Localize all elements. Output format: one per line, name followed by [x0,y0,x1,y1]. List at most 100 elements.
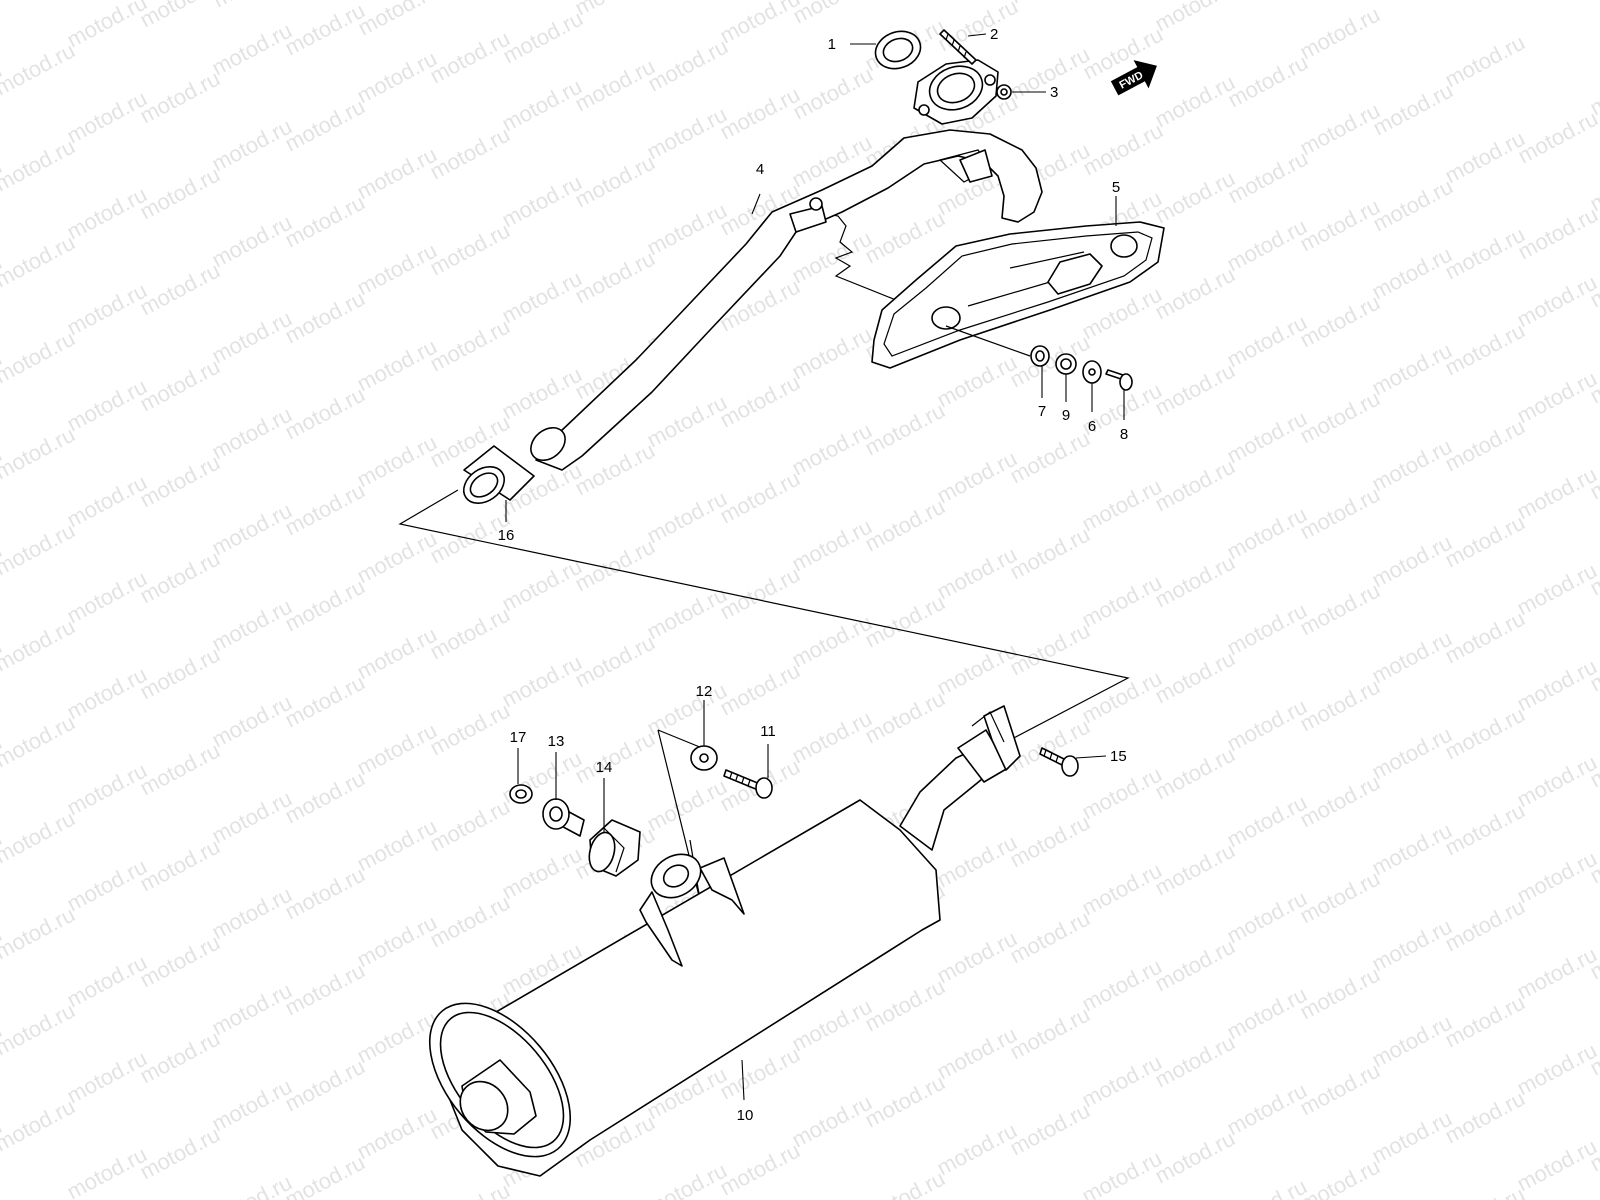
watermark-text: motod.ru [426,794,514,857]
watermark-text: motod.ru [788,706,876,769]
watermark-text: motod.ru [716,466,804,529]
watermark-text: motod.ru [208,786,296,849]
watermark-text: motod.ru [716,0,804,48]
watermark-text: motod.ru [716,82,804,145]
watermark-text: motod.ru [716,370,804,433]
watermark-text: motod.ru [1006,906,1094,969]
watermark-text: motod.ru [1368,338,1456,401]
muffler-joint-bolt [1039,747,1079,777]
watermark-text: motod.ru [1369,78,1457,141]
watermark-text: motod.ru [1513,750,1600,813]
watermark-text: motod.ru [353,814,441,877]
watermark-text: motod.ru [1151,934,1239,997]
watermark-text: motod.ru [1224,146,1312,209]
watermark-text: motod.ru [1441,606,1529,669]
watermark-text: motod.ru [861,1166,949,1200]
watermark-text: motod.ru [644,34,732,97]
watermark-text: motod.ru [1296,2,1384,65]
watermark-text: motod.ru [208,402,296,465]
watermark-text: motod.ru [1078,762,1166,825]
watermark-text: motod.ru [136,162,224,225]
watermark-text: motod.ru [1151,1126,1239,1189]
muffler-mount-hardware [509,784,641,877]
watermark-text: motod.ru [63,662,151,725]
watermark-text: motod.ru [643,486,731,549]
watermark-text: motod.ru [136,450,224,513]
watermark-text: motod.ru [1078,954,1166,1017]
callout-12: 12 [696,683,713,700]
watermark-text: motod.ru [1441,126,1529,189]
watermark-text: motod.ru [1151,0,1239,36]
watermark-text: motod.ru [1441,1182,1529,1200]
watermark-text: motod.ru [426,26,514,89]
watermark-text: motod.ru [1441,414,1529,477]
watermark-text: motod.ru [1441,1086,1529,1149]
watermark-text: motod.ru [1223,502,1311,565]
watermark-text: motod.ru [1223,598,1311,661]
watermark-text: motod.ru [0,0,79,4]
watermark-text: motod.ru [63,182,151,245]
watermark-text: motod.ru [63,1142,151,1200]
watermark-text: motod.ru [208,978,296,1041]
watermark-text: motod.ru [63,278,151,341]
watermark-text: motod.ru [0,998,79,1061]
watermark-text: motod.ru [353,142,441,205]
watermark-text: motod.ru [1223,790,1311,853]
watermark-text: motod.ru [1513,462,1600,525]
watermark-text: motod.ru [1006,1098,1094,1161]
callout-16: 16 [498,527,515,544]
watermark-text: motod.ru [281,670,369,733]
watermark-text: motod.ru [1006,1002,1094,1065]
callout-14: 14 [596,759,613,776]
watermark-text: motod.ru [1078,1146,1166,1200]
callout-8: 8 [1120,426,1128,443]
watermark-text: motod.ru [208,1074,296,1137]
callout-2: 2 [990,26,998,43]
callout-3: 3 [1050,84,1058,101]
watermark-text: motod.ru [1151,1030,1239,1093]
watermark-text: motod.ru [1296,578,1384,641]
watermark-text: motod.ru [861,206,949,269]
watermark-text: motod.ru [1514,202,1600,265]
watermark-text: motod.ru [1151,166,1239,229]
muffler [428,705,1021,1177]
watermark-text: motod.ru [643,102,731,165]
watermark-text: motod.ru [1151,742,1239,805]
watermark-text: motod.ru [1151,838,1239,901]
watermark-text: motod.ru [1296,194,1384,257]
watermark-text: motod.ru [1513,654,1600,717]
watermark-text: motod.ru [861,974,949,1037]
watermark-text: motod.ru [788,226,876,289]
watermark-text: motod.ru [571,726,659,789]
watermark-text: motod.ru [1513,366,1600,429]
watermark-text: motod.ru [0,806,79,869]
watermark-text: motod.ru [353,910,441,973]
muffler-mount-bolt [690,745,773,799]
watermark-text: motod.ru [426,1178,514,1200]
watermark-text: motod.ru [1513,942,1600,1005]
watermark-text: motod.ru [498,650,586,713]
watermark-text: motod.ru [281,286,369,349]
watermark-text: motod.ru [1151,454,1239,517]
watermark-text: motod.ru [1513,1134,1600,1197]
watermark-text: motod.ru [1514,106,1600,169]
exhaust-pipe [530,129,1043,471]
watermark-text: motod.ru [1079,118,1167,181]
watermark-text: motod.ru [208,882,296,945]
watermark-text: motod.ru [1296,962,1384,1025]
watermark-text: motod.ru [208,690,296,753]
watermark-text: motod.ru [1368,722,1456,785]
watermark-text: motod.ru [1223,694,1311,757]
watermark-text: motod.ru [426,698,514,761]
watermark-text: motod.ru [353,718,441,781]
watermark-text: motod.ru [1223,982,1311,1045]
watermark-text: motod.ru [498,266,586,329]
joint-sleeve [462,445,535,504]
watermark-text: motod.ru [861,590,949,653]
watermark-text: motod.ru [1223,406,1311,469]
watermark-text: motod.ru [716,658,804,721]
watermark-text: motod.ru [63,1046,151,1109]
watermark-text: motod.ru [1369,174,1457,237]
watermark-text: motod.ru [933,1022,1021,1085]
watermark-text: motod.ru [0,230,79,293]
